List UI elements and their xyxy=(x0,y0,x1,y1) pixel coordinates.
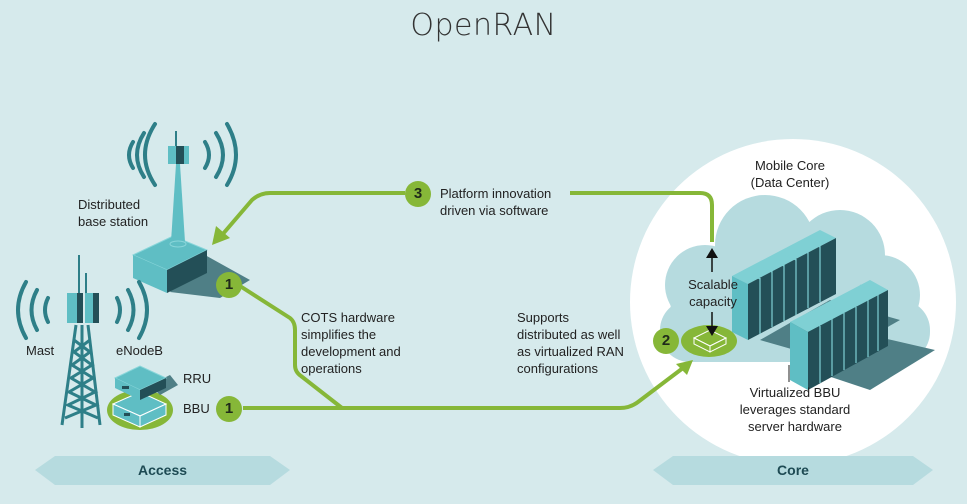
label-line: Scalable xyxy=(688,277,738,292)
label-enodeb: eNodeB xyxy=(116,343,163,358)
callout-line: driven via software xyxy=(440,203,549,218)
callout-line: configurations xyxy=(517,361,598,376)
scalable-arrows xyxy=(706,248,718,336)
callout-line: COTS hardware xyxy=(301,310,395,325)
bbu-box xyxy=(111,391,168,428)
callout-line: simplifies the xyxy=(301,327,377,342)
core-banner-label: Core xyxy=(777,462,809,478)
page-title: OpenRAN xyxy=(410,8,557,43)
access-banner-label: Access xyxy=(137,462,188,478)
badge-2-core: 2 xyxy=(653,328,679,354)
line-station-to-core xyxy=(238,284,344,410)
core-banner[interactable] xyxy=(653,456,933,485)
rack-shadow-front xyxy=(810,335,935,390)
label-line: server hardware xyxy=(748,419,842,434)
label-distributed-base-station: Distributed base station xyxy=(78,196,148,230)
callout-line: Platform innovation xyxy=(440,186,552,201)
label-line: Mobile Core xyxy=(754,158,826,173)
label-line: Virtualized BBU xyxy=(749,385,841,400)
rru-box xyxy=(113,365,168,400)
base-station-waves xyxy=(127,122,238,187)
callout-line: Supports xyxy=(517,310,570,325)
mast-tower xyxy=(60,255,102,428)
callout-line: as virtualized RAN xyxy=(517,344,624,359)
line-bbu-to-core xyxy=(243,366,685,410)
arrow-to-core-bbu xyxy=(676,360,693,375)
callout-line: development and xyxy=(301,344,401,359)
mast-waves xyxy=(16,280,149,340)
label-mobile-core: Mobile Core (Data Center) xyxy=(735,157,845,191)
label-bbu: BBU xyxy=(183,401,210,416)
distributed-base-station xyxy=(131,131,209,293)
callout-3-text: Platform innovation driven via software xyxy=(440,185,551,219)
label-line: leverages standard xyxy=(739,402,851,417)
connection-lines xyxy=(220,191,714,410)
callout-line: distributed as well xyxy=(517,327,621,342)
callout-2-text: Supports distributed as well as virtuali… xyxy=(517,309,624,377)
label-virtualized-bbu: Virtualized BBU leverages standard serve… xyxy=(730,384,860,435)
label-rru: RRU xyxy=(183,371,212,386)
label-line: Distributed xyxy=(78,197,141,212)
label-line: base station xyxy=(78,214,149,229)
core-bbu-box xyxy=(692,329,728,353)
badge-3-platform: 3 xyxy=(405,181,431,207)
label-line: (Data Center) xyxy=(750,175,830,190)
server-rack-front xyxy=(790,280,888,390)
line-platform-to-station xyxy=(220,191,405,237)
label-scalable-capacity: Scalable capacity xyxy=(680,276,746,310)
callout-1-text: COTS hardware simplifies the development… xyxy=(301,309,401,377)
callout-line: operations xyxy=(301,361,362,376)
arrow-to-base-station xyxy=(212,226,230,245)
label-line: capacity xyxy=(689,294,737,309)
line-platform-innovation xyxy=(570,191,714,242)
server-rack-back xyxy=(732,230,836,340)
badge-1-bbu: 1 xyxy=(216,396,242,422)
access-banner[interactable] xyxy=(35,456,290,485)
badge-1-station: 1 xyxy=(216,272,242,298)
label-mast: Mast xyxy=(26,343,55,358)
